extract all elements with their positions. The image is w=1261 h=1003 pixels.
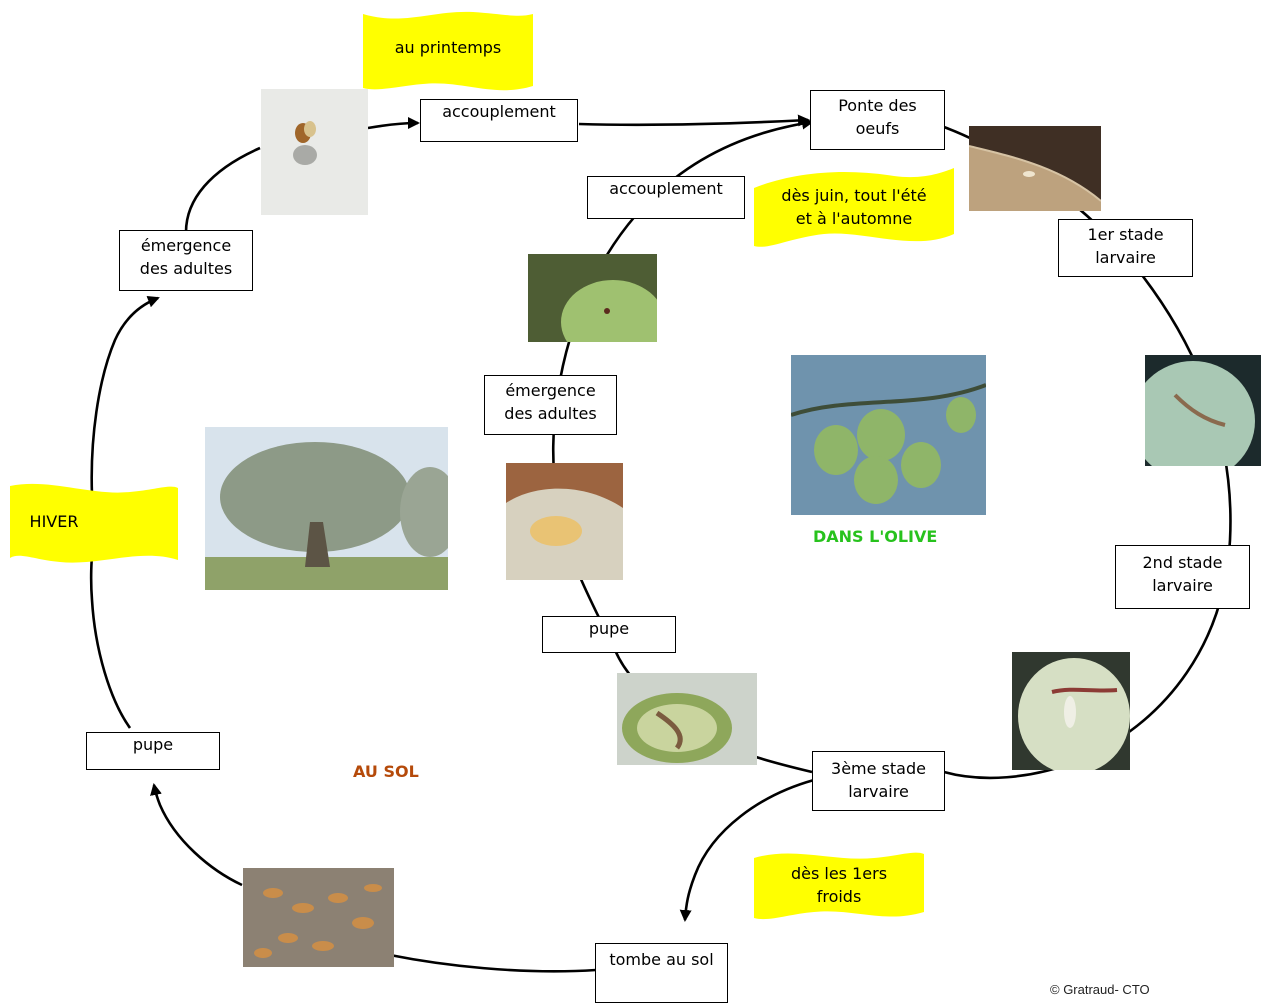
soil-pupae-illustration	[243, 868, 394, 967]
stage-label: 3ème stade larvaire	[831, 759, 926, 801]
banner-shape	[363, 11, 533, 91]
stage-label: 2nd stade larvaire	[1142, 553, 1223, 595]
stage-accouplement-outer: accouplement	[420, 99, 578, 142]
stage-label: tombe au sol	[609, 950, 714, 969]
banner-text: dès juin, tout l'été et à l'automne	[781, 186, 927, 228]
stage-larve3: 3ème stade larvaire	[812, 751, 945, 811]
stage-label: accouplement	[609, 179, 723, 198]
banner-printemps: au printemps	[363, 8, 533, 94]
stage-tombe-sol: tombe au sol	[595, 943, 728, 1003]
stage-label: 1er stade larvaire	[1087, 225, 1164, 267]
banner-shape	[10, 483, 178, 563]
arrow-pupe-to-hiver	[86, 538, 132, 729]
olive-skin-illustration	[969, 126, 1101, 211]
stage-label: Ponte des oeufs	[838, 96, 917, 138]
stage-label: pupe	[588, 619, 630, 638]
zone-label-soil: AU SOL	[353, 762, 419, 781]
stage-emergence-inner: émergence des adultes	[484, 375, 617, 435]
fly-illustration	[261, 89, 368, 215]
egg-puncture-photo	[969, 126, 1101, 211]
stage-label: pupe	[132, 735, 174, 754]
stage-larve1: 1er stade larvaire	[1058, 219, 1193, 277]
arrow-accouplement-to-ponte	[578, 114, 810, 127]
arrow-larve3-to-tombe	[679, 778, 815, 922]
banner-froids: dès les 1ers froids	[754, 848, 924, 924]
pupa-illustration	[506, 463, 623, 580]
banner-text: HIVER	[29, 512, 79, 531]
stage-label: émergence des adultes	[504, 381, 597, 423]
stage-accouplement-inner: accouplement	[587, 176, 745, 219]
stage-larve2: 2nd stade larvaire	[1115, 545, 1250, 609]
olive-exit-hole-photo	[528, 254, 657, 342]
banner-shape	[754, 852, 924, 920]
pupae-in-soil-photo	[243, 868, 394, 967]
larva-olive-illustration	[617, 673, 757, 765]
tree-illustration	[205, 427, 448, 590]
stage-emergence-outer: émergence des adultes	[119, 230, 253, 291]
olive-section-illustration	[1012, 652, 1130, 770]
stage-ponte: Ponte des oeufs	[810, 90, 945, 150]
larva-tunnel-photo	[1012, 652, 1130, 770]
arrow-pupae-to-pupe	[150, 783, 243, 887]
larva-gallery-photo	[1145, 355, 1261, 466]
arrow-to-accouplement	[367, 117, 420, 130]
olive-flesh-illustration	[1145, 355, 1261, 466]
arrow-tombe-to-pupae	[389, 953, 597, 973]
banner-text: au printemps	[394, 38, 502, 57]
olive-branch-illustration	[791, 355, 986, 515]
banner-text: dès les 1ers froids	[790, 864, 888, 906]
stage-pupe-olive: pupe	[542, 616, 676, 653]
copyright-credit: © Gratraud- CTO	[1050, 982, 1150, 997]
banner-hiver: HIVER	[10, 478, 178, 566]
pupa-in-olive-photo	[506, 463, 623, 580]
stage-label: émergence des adultes	[139, 236, 233, 278]
olive-tree-photo	[205, 427, 448, 590]
olive-branch-photo	[791, 355, 986, 515]
fly-on-white-photo	[261, 89, 368, 215]
olive-green-illustration	[528, 254, 657, 342]
arrow-emergence-to-fly	[184, 146, 261, 233]
zone-label-olive: DANS L'OLIVE	[813, 527, 938, 546]
stage-pupe-sol: pupe	[86, 732, 220, 770]
stage-label: accouplement	[442, 102, 556, 121]
banner-ete: dès juin, tout l'été et à l'automne	[754, 168, 954, 252]
banner-shape	[754, 168, 954, 247]
larva-in-olive-photo	[617, 673, 757, 765]
arrow-hiver-to-emergence	[90, 296, 160, 496]
